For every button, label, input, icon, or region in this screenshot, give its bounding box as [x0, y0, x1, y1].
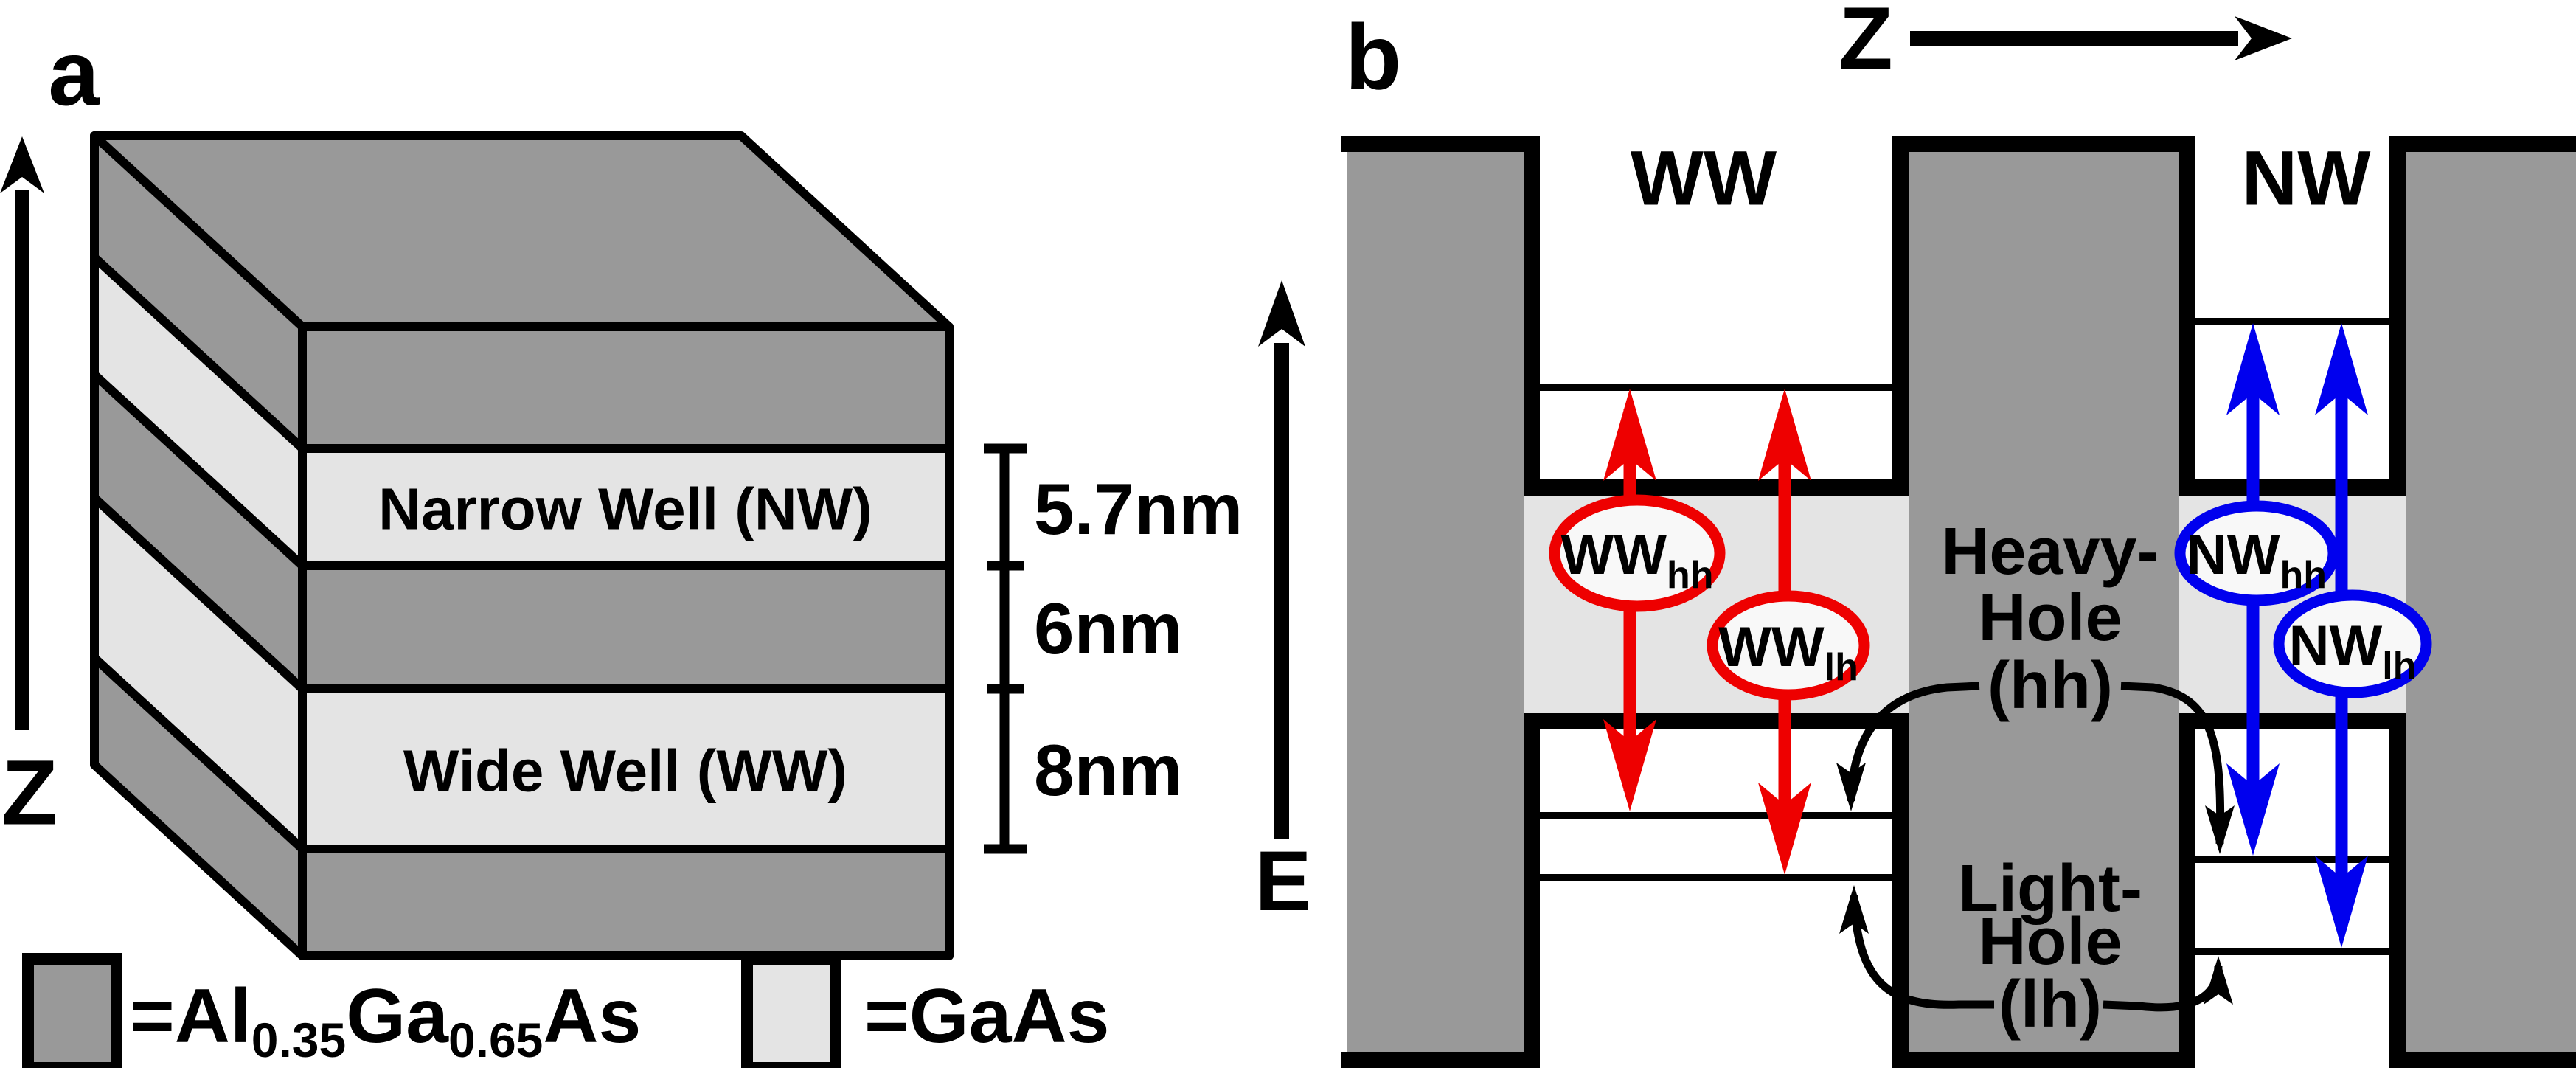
legend-label-algaas: =Al0.35Ga0.65As: [130, 974, 641, 1067]
nw-lower-well-outline: [2179, 713, 2406, 1068]
material-legend: =Al0.35Ga0.65As =GaAs: [22, 953, 1109, 1068]
nw-hh-up-arrow-icon: [2226, 323, 2280, 415]
lh-connector-to-ww: [1850, 895, 1994, 1009]
nw-hh-ellipse: [2174, 500, 2339, 606]
lh-nw-arrow-icon: [2204, 956, 2233, 1005]
lh-ww-arrow-icon: [1839, 885, 1869, 934]
panel-a-label: a: [48, 23, 100, 125]
light-hole-line3: (lh): [1999, 968, 2102, 1041]
wide-well-label: Wide Well (WW): [403, 738, 847, 804]
ww-upper-well-outline: [1524, 136, 1909, 496]
layer-wide-well: [298, 684, 954, 853]
nw-lh-down-arrow-icon: [2315, 856, 2368, 948]
panel-a-z-axis: Z: [0, 136, 58, 845]
legend-algaas-sub1: 0.35: [251, 1013, 346, 1067]
nw-hh-label: NWhh: [2187, 524, 2327, 597]
panel-b-z-axis: Z: [1839, 0, 2292, 88]
ww-hh-label-sub: hh: [1667, 554, 1714, 597]
light-hole-line2: Hole: [1978, 905, 2122, 979]
nw-upper-well-outline: [2179, 136, 2406, 496]
ww-lh-up-arrow-icon: [1758, 389, 1811, 481]
ww-hh-label-main: WW: [1561, 524, 1667, 586]
light-hole-line1: Light-: [1958, 852, 2142, 926]
dimension-indicator: 5.7nm 6nm 8nm: [984, 443, 1243, 854]
ww-lh-ellipse: [1707, 590, 1870, 701]
nw-lh-ellipse: [2273, 589, 2432, 698]
nw-lh-up-arrow-icon: [2315, 323, 2368, 415]
hh-ww-arrow-icon: [1836, 763, 1866, 811]
ww-well-label: WW: [1631, 136, 1777, 222]
nw-lh-label-main: NW: [2289, 614, 2383, 677]
panel-b-e-axis: E: [1255, 280, 1312, 929]
ww-lh-down-arrow-icon: [1758, 783, 1811, 875]
z-axis-label: Z: [1, 742, 58, 845]
legend-algaas-prefix: =Al: [130, 974, 251, 1059]
e-axis-arrow-icon: [1258, 280, 1305, 347]
panel-a: a Z Narrow Well (NW) Wide Well (WW): [0, 23, 1243, 1068]
narrow-well-label: Narrow Well (NW): [378, 476, 872, 542]
legend-algaas-sub2: 0.65: [448, 1013, 543, 1067]
hh-nw-arrow-icon: [2205, 805, 2235, 854]
b-z-axis-arrow-icon: [2235, 16, 2292, 60]
nw-transitions: NWhh NWlh: [2174, 323, 2432, 948]
layer-barrier-top: [298, 322, 954, 453]
nw-hh-label-main: NW: [2187, 524, 2280, 586]
panel-b-label: b: [1345, 7, 1401, 109]
z-axis-arrow-icon: [0, 136, 44, 193]
layer-barrier-mid: [298, 561, 954, 693]
dim-label-ww: 8nm: [1034, 729, 1183, 811]
ww-lh-label-sub: lh: [1825, 646, 1858, 689]
light-hole-annotation: Light- Hole (lh): [1839, 852, 2233, 1041]
legend-swatch-gaas: [741, 953, 841, 1068]
nw-hh-label-sub: hh: [2280, 554, 2327, 597]
layer-barrier-bottom: [298, 845, 954, 960]
legend-swatch-algaas: [22, 953, 122, 1068]
hh-connector-to-nw: [2120, 682, 2225, 845]
barrier-column-middle: [1909, 136, 2179, 1068]
ww-hh-down-arrow-icon: [1603, 719, 1656, 811]
e-axis-label: E: [1255, 834, 1312, 929]
ww-transitions: WWhh WWlh: [1549, 389, 1870, 875]
panel-b: b Z E: [1255, 0, 2576, 1068]
dim-label-barrier: 6nm: [1034, 588, 1183, 669]
layer-stack: Narrow Well (NW) Wide Well (WW): [90, 131, 954, 960]
heavy-hole-line1: Heavy-: [1941, 515, 2159, 589]
layer-narrow-well: [298, 444, 954, 570]
ww-lh-label-main: WW: [1718, 616, 1825, 679]
ww-hh-label: WWhh: [1561, 524, 1714, 597]
barrier-column-left: [1347, 136, 1524, 1068]
heavy-hole-line3: (hh): [1987, 649, 2113, 723]
nw-well-label: NW: [2242, 136, 2371, 222]
dim-label-nw: 5.7nm: [1034, 468, 1243, 549]
heavy-hole-annotation: Heavy- Hole (hh): [1836, 515, 2235, 854]
b-z-axis-label: Z: [1839, 0, 1892, 88]
nw-hh-down-arrow-icon: [2226, 763, 2280, 856]
legend-algaas-mid: Ga: [346, 974, 449, 1059]
nw-lh-label: NWlh: [2289, 614, 2417, 688]
ww-lh-label: WWlh: [1718, 616, 1858, 690]
barrier-column-right: [2406, 136, 2576, 1068]
ww-lower-well-outline: [1524, 713, 1909, 1068]
heavy-hole-line2: Hole: [1978, 581, 2122, 655]
legend-label-gaas: =GaAs: [864, 974, 1109, 1059]
nw-lh-label-sub: lh: [2382, 645, 2416, 687]
ww-hh-ellipse: [1549, 494, 1726, 612]
ww-hh-up-arrow-icon: [1603, 389, 1656, 481]
legend-algaas-suffix: As: [543, 974, 641, 1059]
